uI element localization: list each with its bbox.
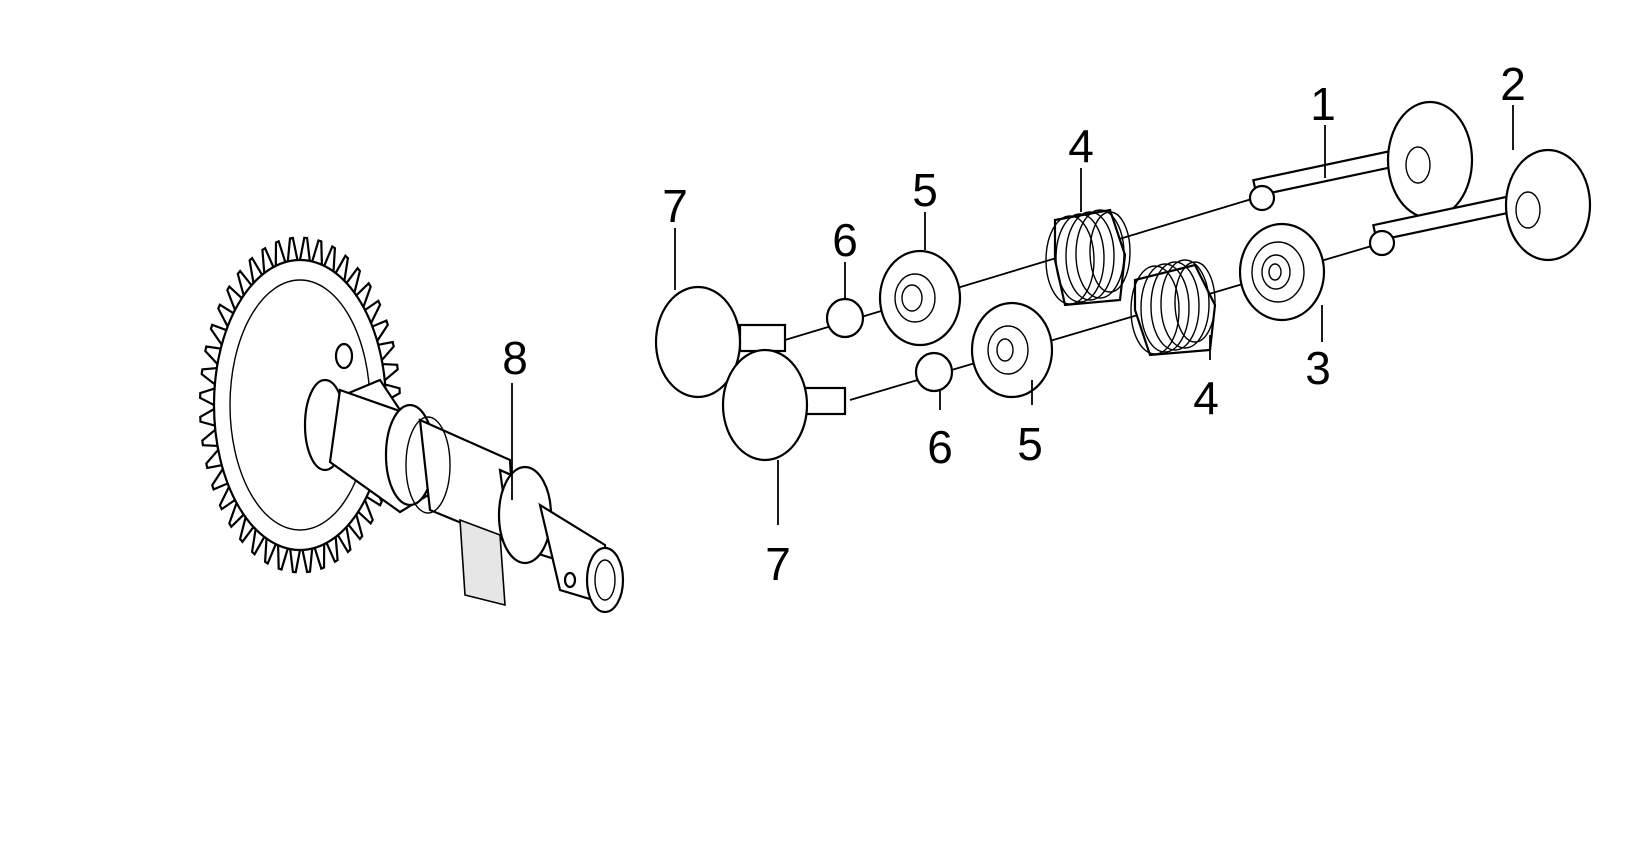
tappet-lower: [721, 348, 847, 462]
spring-retainer-lower: [970, 301, 1054, 399]
callout-3: 3: [1305, 342, 1331, 394]
callout-5-lower: 5: [1017, 418, 1043, 470]
callout-6-upper: 6: [832, 214, 858, 266]
callout-6-lower: 6: [927, 421, 953, 473]
valve-cap-lower: [914, 351, 954, 393]
spring-retainer-upper: [878, 249, 962, 347]
cam-shaft: [303, 378, 625, 614]
cam-gear: [198, 236, 402, 574]
tappet-upper: [654, 285, 787, 399]
callout-4-lower: 4: [1193, 372, 1219, 424]
valve-cap-upper: [825, 297, 865, 339]
callout-7-upper: 7: [662, 180, 688, 232]
valve-spring-upper: [1045, 208, 1131, 307]
callout-2: 2: [1500, 58, 1526, 110]
exhaust-valve: [1368, 148, 1592, 262]
callout-5-upper: 5: [912, 164, 938, 216]
callout-7-lower: 7: [765, 538, 791, 590]
camshaft-assembly: [198, 236, 625, 614]
callout-1: 1: [1310, 78, 1336, 130]
valve-stem-seal: [1238, 222, 1326, 322]
intake-valve: [1248, 100, 1474, 220]
leader-lines: [511, 105, 1514, 525]
callout-8: 8: [502, 332, 528, 384]
valve-spring-lower: [1130, 259, 1217, 357]
callout-4-upper: 4: [1068, 120, 1094, 172]
